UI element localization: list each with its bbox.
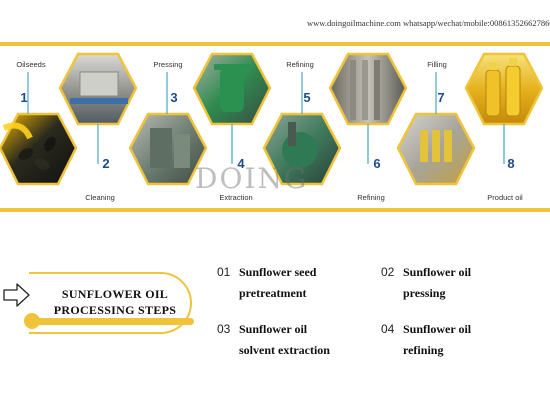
outline-item-01: 01 Sunflower seed pretreatment bbox=[217, 265, 367, 313]
product-oil-detail bbox=[485, 58, 521, 117]
step-number-3: 3 bbox=[170, 90, 178, 105]
hex-product-oil bbox=[464, 52, 544, 126]
outline-item-02: 02 Sunflower oil pressing bbox=[381, 265, 531, 313]
outline-text-line-2: refining bbox=[403, 343, 444, 357]
step-label-cleaning: Cleaning bbox=[85, 193, 115, 202]
title-bullet-dot bbox=[24, 313, 40, 329]
brand-watermark: DOING bbox=[195, 162, 309, 195]
outline-text-line-1: Sunflower oil bbox=[403, 265, 472, 279]
step-number-1: 1 bbox=[20, 90, 28, 105]
step-label-refining-2: Refining bbox=[357, 193, 385, 202]
step-number-2: 2 bbox=[102, 156, 110, 171]
process-steps-strip: Oilseeds 1 2 Cleaning Pressing 3 4 Extra… bbox=[0, 46, 550, 206]
outline-text-line-2: pressing bbox=[403, 286, 446, 300]
arrow-right-icon bbox=[3, 283, 30, 307]
outline-number: 01 bbox=[217, 265, 231, 279]
outline-text-line-2: pretreatment bbox=[239, 286, 307, 300]
connectors bbox=[27, 72, 505, 164]
pressing-detail bbox=[150, 128, 190, 168]
step-label-oilseeds: Oilseeds bbox=[16, 60, 46, 69]
title-frame bbox=[29, 272, 192, 334]
step-number-6: 6 bbox=[373, 156, 381, 171]
title-underline-bar bbox=[29, 318, 194, 325]
header-contact: www.doingoilmachine.com whatsapp/wechat/… bbox=[0, 16, 550, 30]
cleaning-detail bbox=[70, 71, 128, 104]
refining-2-detail bbox=[350, 60, 380, 120]
step-number-8: 8 bbox=[507, 156, 515, 171]
step-label-product-oil: Product oil bbox=[487, 193, 523, 202]
bottom-gold-divider bbox=[0, 208, 550, 212]
outline-number: 02 bbox=[381, 265, 395, 279]
filling-detail bbox=[420, 130, 452, 162]
hex-oilseeds bbox=[0, 112, 78, 186]
oilseeds-detail bbox=[2, 122, 56, 170]
process-hexagons bbox=[0, 52, 544, 186]
outline-text-line-1: Sunflower seed bbox=[239, 265, 317, 279]
top-gold-divider bbox=[0, 42, 550, 46]
step-label-pressing: Pressing bbox=[153, 60, 183, 69]
contact-text: whatsapp/wechat/mobile:008613526627860 bbox=[403, 18, 550, 28]
step-label-extraction: Extraction bbox=[219, 193, 253, 202]
section-title-line-1: SUNFLOWER OIL bbox=[61, 287, 169, 301]
outline-number: 04 bbox=[381, 322, 395, 336]
outline-item-04: 04 Sunflower oil refining bbox=[381, 322, 531, 370]
step-number-4: 4 bbox=[237, 156, 245, 171]
outline-text-line-1: Sunflower oil bbox=[403, 322, 472, 336]
step-label-filling: Filling bbox=[427, 60, 447, 69]
outline-text-line-2: solvent extraction bbox=[239, 343, 330, 357]
refining-1-detail bbox=[282, 122, 318, 168]
website-text: www.doingoilmachine.com bbox=[307, 18, 401, 28]
extraction-detail bbox=[214, 64, 250, 112]
outline-number: 03 bbox=[217, 322, 231, 336]
section-title-line-2: PROCESSING STEPS bbox=[53, 303, 177, 317]
outline-text-line-1: Sunflower oil bbox=[239, 322, 308, 336]
section-title: SUNFLOWER OIL PROCESSING STEPS bbox=[40, 286, 190, 318]
step-label-refining-1: Refining bbox=[286, 60, 314, 69]
outline-item-03: 03 Sunflower oil solvent extraction bbox=[217, 322, 367, 370]
step-number-7: 7 bbox=[437, 90, 445, 105]
step-number-5: 5 bbox=[303, 90, 311, 105]
